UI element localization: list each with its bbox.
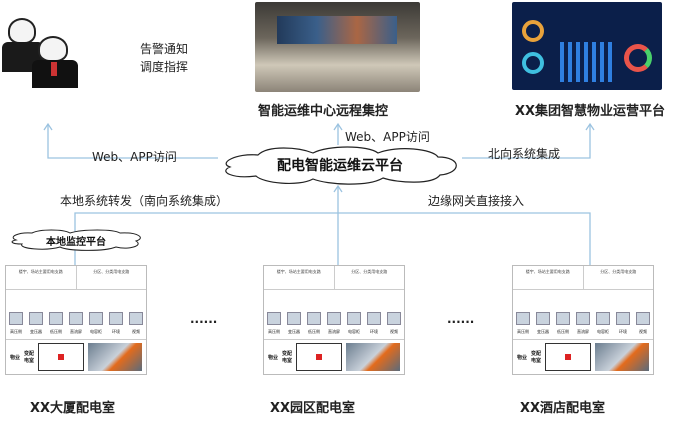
device-icon <box>49 312 63 325</box>
cloud-platform[interactable]: 配电智能运维云平台 <box>218 145 462 185</box>
control-center-photo <box>255 2 420 92</box>
ellipsis-1: ...... <box>190 312 218 326</box>
transformer-house-icon <box>38 343 85 371</box>
device-2: 低压侧 <box>49 312 63 335</box>
device-icon <box>69 312 83 325</box>
device-0: 高压侧 <box>516 312 530 335</box>
device-icon <box>287 312 301 325</box>
device-3: 直流屏 <box>69 312 83 335</box>
substation-name: XX大厦配电室 <box>30 401 116 416</box>
device-icon <box>556 312 570 325</box>
room-label: 变配电室 <box>24 351 35 364</box>
edge-gateway-label: 边缘网关直接接入 <box>428 194 525 208</box>
device-3: 直流屏 <box>327 312 341 335</box>
device-icon <box>596 312 610 325</box>
web-app-access-top: Web、APP访问 <box>345 130 430 144</box>
substation-diagram[interactable]: 楼宇、场站主要用电支路 分区、分类用电支路 高压侧变压器低压侧直流屏电容柜环境视频… <box>512 265 654 375</box>
device-3: 直流屏 <box>576 312 590 335</box>
group-platform-screenshot <box>512 2 662 90</box>
device-2: 低压侧 <box>307 312 321 335</box>
device-icon <box>616 312 630 325</box>
substation-diagram[interactable]: 楼宇、场站主要用电支路 分区、分类用电支路 高压侧变压器低压侧直流屏电容柜环境视频… <box>263 265 405 375</box>
device-icon <box>9 312 23 325</box>
room-label: 变配电室 <box>282 351 293 364</box>
arrow-to-group <box>462 124 591 159</box>
local-monitor-platform[interactable]: 本地监控平台 <box>8 229 144 251</box>
device-0: 高压侧 <box>9 312 23 335</box>
main-branch-label: 楼宇、场站主要用电支路 <box>513 266 584 289</box>
device-6: 视频 <box>129 312 143 335</box>
alert-notice-label: 告警通知 <box>140 42 189 56</box>
local-monitor-title: 本地监控平台 <box>46 236 106 248</box>
room-label: 变配电室 <box>531 351 542 364</box>
device-6: 视频 <box>387 312 401 335</box>
owner-label: 物业 <box>268 354 279 361</box>
device-icon <box>387 312 401 325</box>
device-icon <box>327 312 341 325</box>
device-icon <box>367 312 381 325</box>
device-4: 电容柜 <box>596 312 610 335</box>
device-icon <box>267 312 281 325</box>
device-icon <box>29 312 43 325</box>
cloud-platform-title: 配电智能运维云平台 <box>277 158 403 174</box>
maintenance-photo <box>346 343 400 371</box>
device-1: 变压器 <box>29 312 43 335</box>
device-5: 环境 <box>616 312 630 335</box>
transformer-house-icon <box>545 343 592 371</box>
device-icon <box>636 312 650 325</box>
device-1: 变压器 <box>536 312 550 335</box>
maintenance-photo <box>595 343 649 371</box>
device-5: 环境 <box>109 312 123 335</box>
maintenance-photo <box>88 343 142 371</box>
device-icon <box>536 312 550 325</box>
device-icon <box>307 312 321 325</box>
sub-branch-label: 分区、分类用电支路 <box>600 269 637 274</box>
device-icon <box>347 312 361 325</box>
southbound-label: 本地系统转发（南向系统集成） <box>60 194 229 208</box>
device-icon <box>109 312 123 325</box>
sub-branch-label: 分区、分类用电支路 <box>351 269 388 274</box>
substation-name: XX酒店配电室 <box>520 401 606 416</box>
main-branch-label: 楼宇、场站主要用电支路 <box>264 266 335 289</box>
substation-name: XX园区配电室 <box>270 401 356 416</box>
dispatch-label: 调度指挥 <box>140 60 189 74</box>
device-4: 电容柜 <box>347 312 361 335</box>
main-branch-label: 楼宇、场站主要用电支路 <box>6 266 77 289</box>
engineers-image <box>0 8 85 88</box>
device-icon <box>129 312 143 325</box>
device-1: 变压器 <box>287 312 301 335</box>
device-0: 高压侧 <box>267 312 281 335</box>
owner-label: 物业 <box>517 354 528 361</box>
owner-label: 物业 <box>10 354 21 361</box>
device-icon <box>89 312 103 325</box>
device-6: 视频 <box>636 312 650 335</box>
bus-line <box>74 212 591 265</box>
substation-diagram[interactable]: 楼宇、场站主要用电支路 分区、分类用电支路 高压侧变压器低压侧直流屏电容柜环境视频… <box>5 265 147 375</box>
device-4: 电容柜 <box>89 312 103 335</box>
device-icon <box>516 312 530 325</box>
device-2: 低压侧 <box>556 312 570 335</box>
sub-branch-label: 分区、分类用电支路 <box>93 269 130 274</box>
northbound-label: 北向系统集成 <box>488 147 561 161</box>
web-app-access-left: Web、APP访问 <box>92 150 177 164</box>
device-icon <box>576 312 590 325</box>
group-platform-title: XX集团智慧物业运营平台 <box>515 104 666 119</box>
control-center-title: 智能运维中心远程集控 <box>258 104 389 119</box>
ellipsis-2: ...... <box>447 312 475 326</box>
transformer-house-icon <box>296 343 343 371</box>
device-5: 环境 <box>367 312 381 335</box>
arrow-to-people <box>47 124 218 159</box>
